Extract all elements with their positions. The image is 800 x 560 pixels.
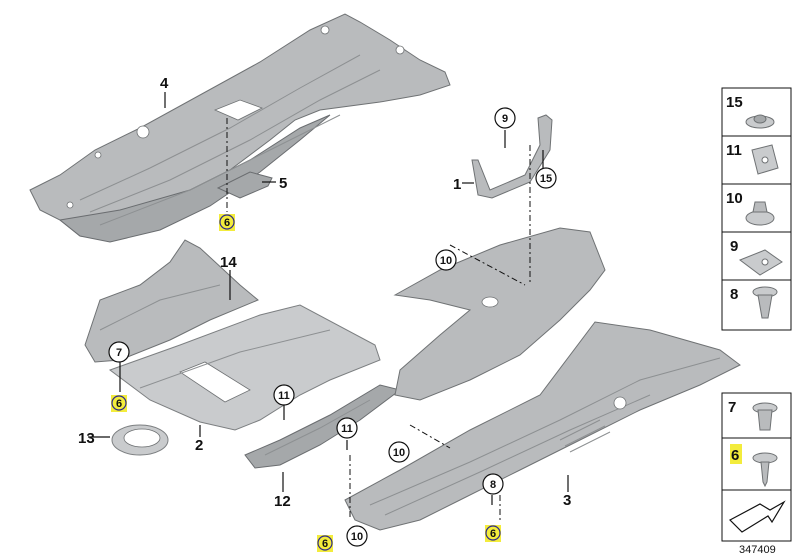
center-tunnel (393, 227, 606, 401)
side-item-10: 10 (726, 190, 743, 207)
label-2: 2 (195, 437, 203, 454)
part-4-underbody-panel (29, 13, 451, 243)
svg-text:10: 10 (393, 447, 405, 459)
circle-label-10-top: 10 (435, 249, 457, 271)
reference-number: 347409 (739, 544, 776, 556)
side-item-11: 11 (726, 142, 742, 159)
label-12: 12 (274, 493, 291, 510)
svg-text:6: 6 (322, 538, 328, 550)
clip-9-icon (738, 249, 783, 276)
direction-arrow-icon (729, 500, 786, 533)
svg-text:9: 9 (502, 113, 508, 125)
circle-labels: 9 15 10 7 11 11 10 8 (108, 107, 557, 547)
dash-leaders (226, 118, 531, 520)
circle-label-11-center: 11 (336, 417, 358, 439)
screw-6-icon (752, 452, 778, 488)
circle-label-8: 8 (482, 473, 504, 495)
svg-text:15: 15 (540, 173, 552, 185)
side-item-6-highlight: 6 (730, 444, 742, 464)
fastener-panel-lower: 7 6 (721, 392, 792, 542)
circle-label-9: 9 (494, 107, 516, 129)
svg-text:10: 10 (351, 531, 363, 543)
circle-label-10-mid: 10 (388, 441, 410, 463)
expanding-rivet-8-icon (752, 286, 778, 319)
part-3-floor-panel (344, 321, 741, 531)
nut-15-icon (745, 114, 775, 129)
label-1: 1 (453, 176, 461, 193)
solid-leaders (88, 92, 569, 505)
circle-label-11-left: 11 (273, 384, 295, 406)
side-item-15: 15 (726, 94, 743, 111)
label-3: 3 (563, 492, 571, 509)
part-13-round-cover (111, 424, 169, 456)
svg-text:10: 10 (440, 255, 452, 267)
circle-label-10-bottom: 10 (346, 525, 368, 547)
svg-text:11: 11 (278, 390, 290, 402)
highlight-label-6-left: 6 (111, 395, 127, 412)
fastener-panel-upper: 15 11 10 9 8 (721, 87, 792, 331)
svg-text:6: 6 (224, 217, 230, 229)
label-14: 14 (220, 254, 237, 271)
label-5: 5 (279, 175, 287, 192)
circle-label-7: 7 (108, 341, 130, 363)
part-1-bracket (471, 114, 553, 199)
circle-label-15: 15 (535, 167, 557, 189)
main-labels: 4 5 1 14 13 2 12 3 (78, 75, 571, 510)
side-item-9: 9 (730, 238, 738, 255)
highlight-label-6-bottom-right: 6 (485, 525, 501, 542)
flange-nut-10-icon (745, 201, 775, 226)
rivet-nut-7-icon (752, 402, 778, 431)
side-item-7: 7 (728, 399, 736, 416)
svg-text:6: 6 (490, 528, 496, 540)
svg-text:6: 6 (116, 398, 122, 410)
svg-text:11: 11 (341, 423, 353, 435)
highlight-label-6-top: 6 (219, 214, 235, 231)
highlight-labels: 6 6 6 6 (111, 214, 501, 552)
svg-text:7: 7 (116, 347, 122, 359)
side-item-6: 6 (731, 447, 739, 464)
side-item-8: 8 (730, 286, 738, 303)
label-13: 13 (78, 430, 95, 447)
clip-nut-11-icon (751, 144, 779, 175)
part-2-floor-plate (108, 304, 381, 431)
part-3-slots (559, 419, 611, 453)
label-4: 4 (160, 75, 169, 92)
highlight-label-6-bottom-left: 6 (317, 535, 333, 552)
svg-text:8: 8 (490, 479, 496, 491)
part-12-channel (244, 384, 402, 469)
